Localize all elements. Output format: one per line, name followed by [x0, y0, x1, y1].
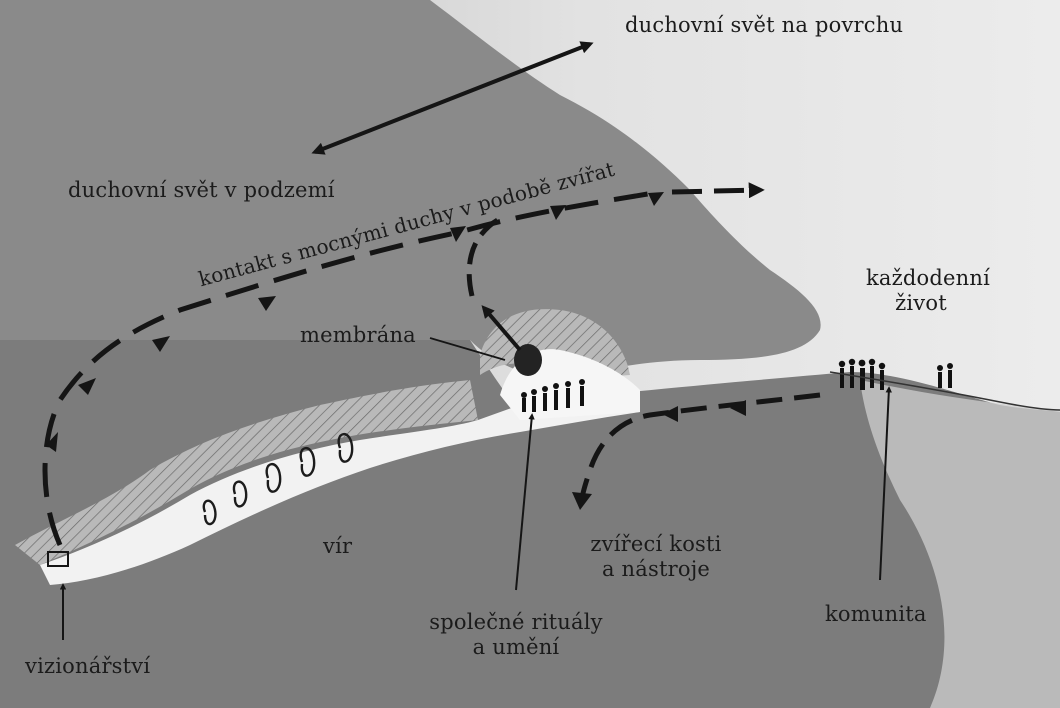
visions-label: vizionářství: [25, 654, 150, 679]
bones-line-2: a nástroje: [586, 557, 726, 582]
daily-life-line-2: život: [866, 291, 976, 316]
surface-spirit-world-label: duchovní svět na povrchu: [625, 13, 903, 38]
daily-life-label: každodenní život: [866, 266, 976, 316]
bones-line-1: zvířecí kosti: [586, 532, 726, 557]
membrane-label: membrána: [300, 323, 416, 348]
community-label: komunita: [825, 602, 927, 627]
underground-spirit-world-label: duchovní svět v podzemí: [68, 178, 335, 203]
rituals-art-label: společné rituály a umění: [426, 610, 606, 660]
rituals-line-2: a umění: [426, 635, 606, 660]
daily-life-line-1: každodenní: [866, 266, 976, 291]
vortex-label: vír: [323, 534, 352, 559]
bones-tools-label: zvířecí kosti a nástroje: [586, 532, 726, 582]
rituals-line-1: společné rituály: [426, 610, 606, 635]
